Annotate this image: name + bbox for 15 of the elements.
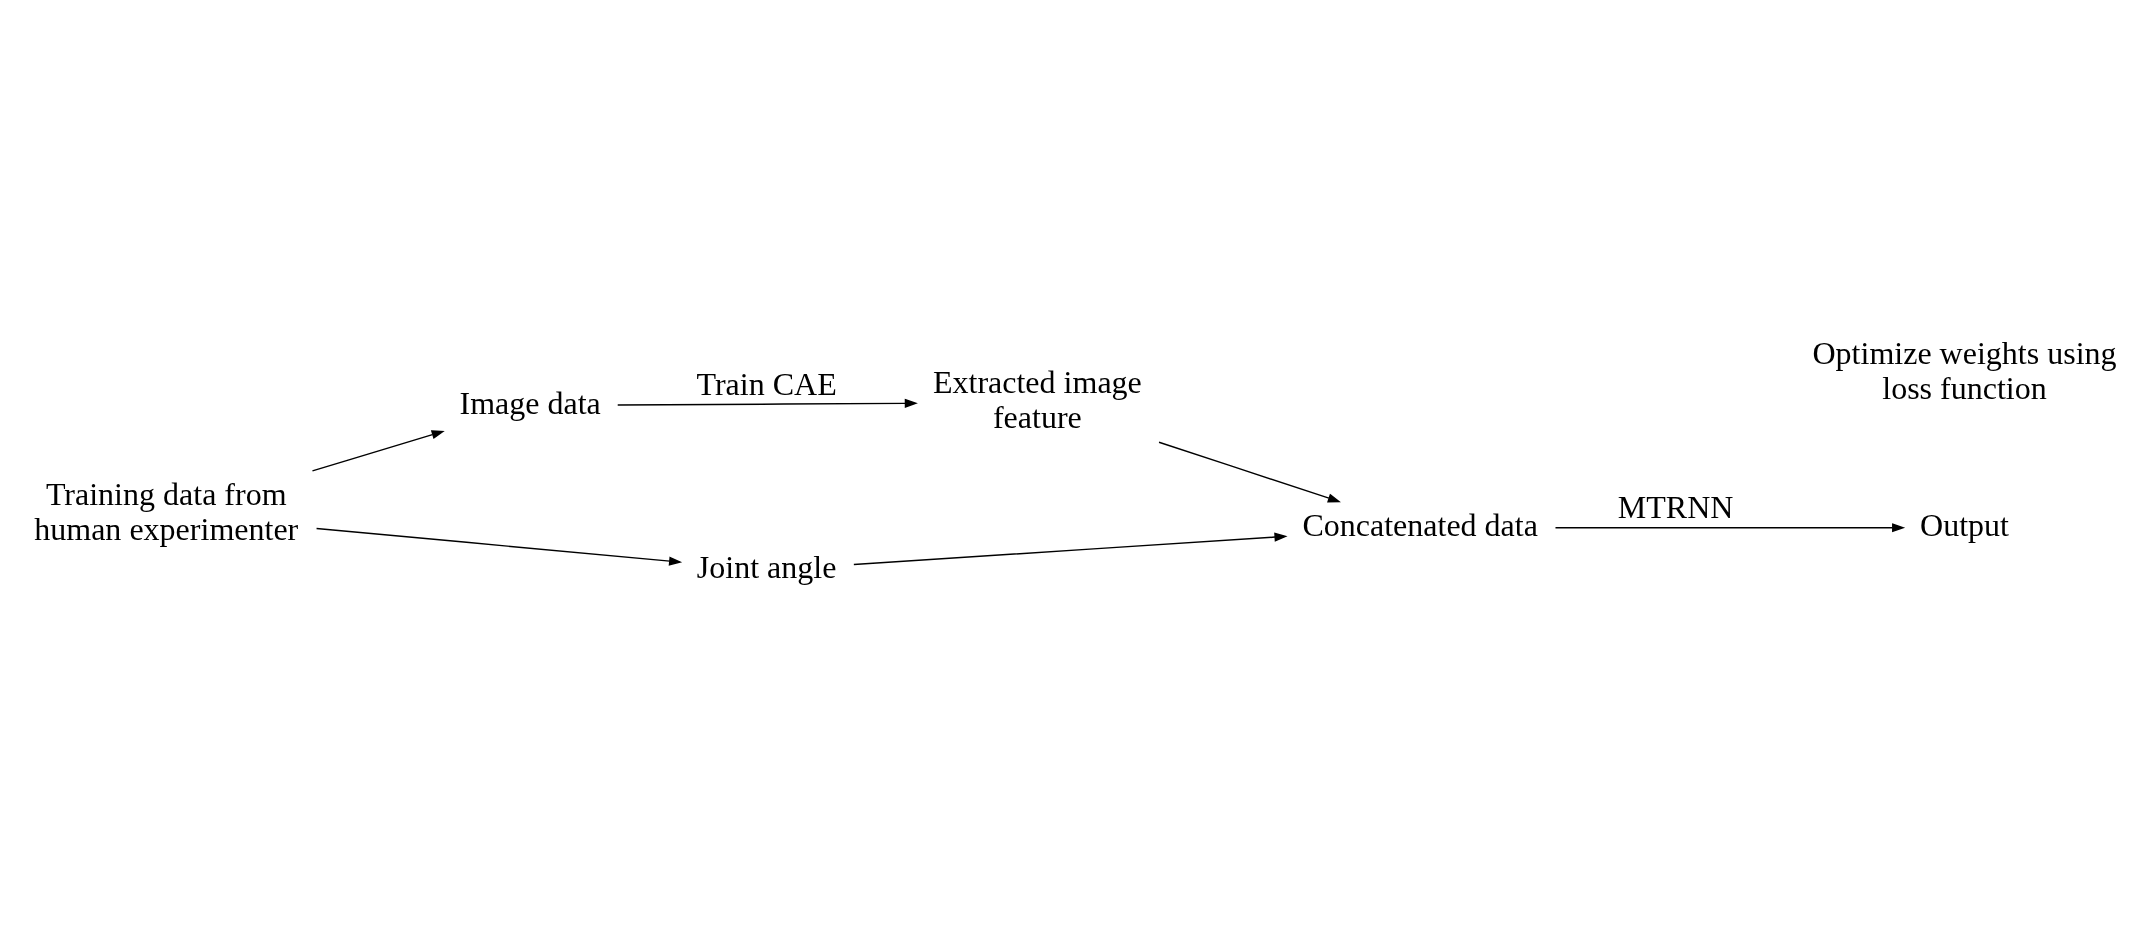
label: Optimize weights using loss function — [1812, 334, 2117, 406]
arrow — [1554, 522, 1906, 532]
node-text: Concatenated data — [1302, 506, 1538, 543]
node-text: Output — [1920, 506, 2010, 543]
edge-label: MTRNN — [1617, 488, 1734, 525]
edge-label: Train CAE — [696, 365, 837, 402]
arrow — [311, 429, 445, 472]
arrow — [1158, 440, 1341, 502]
node-text: Joint angle — [696, 548, 837, 585]
node-text: Extracted image feature — [932, 363, 1142, 435]
arrow — [617, 398, 918, 408]
node-text: Image data — [459, 384, 601, 421]
arrow — [853, 532, 1288, 565]
node-text: Training data from human experimenter — [34, 475, 299, 547]
arrow — [315, 527, 683, 566]
